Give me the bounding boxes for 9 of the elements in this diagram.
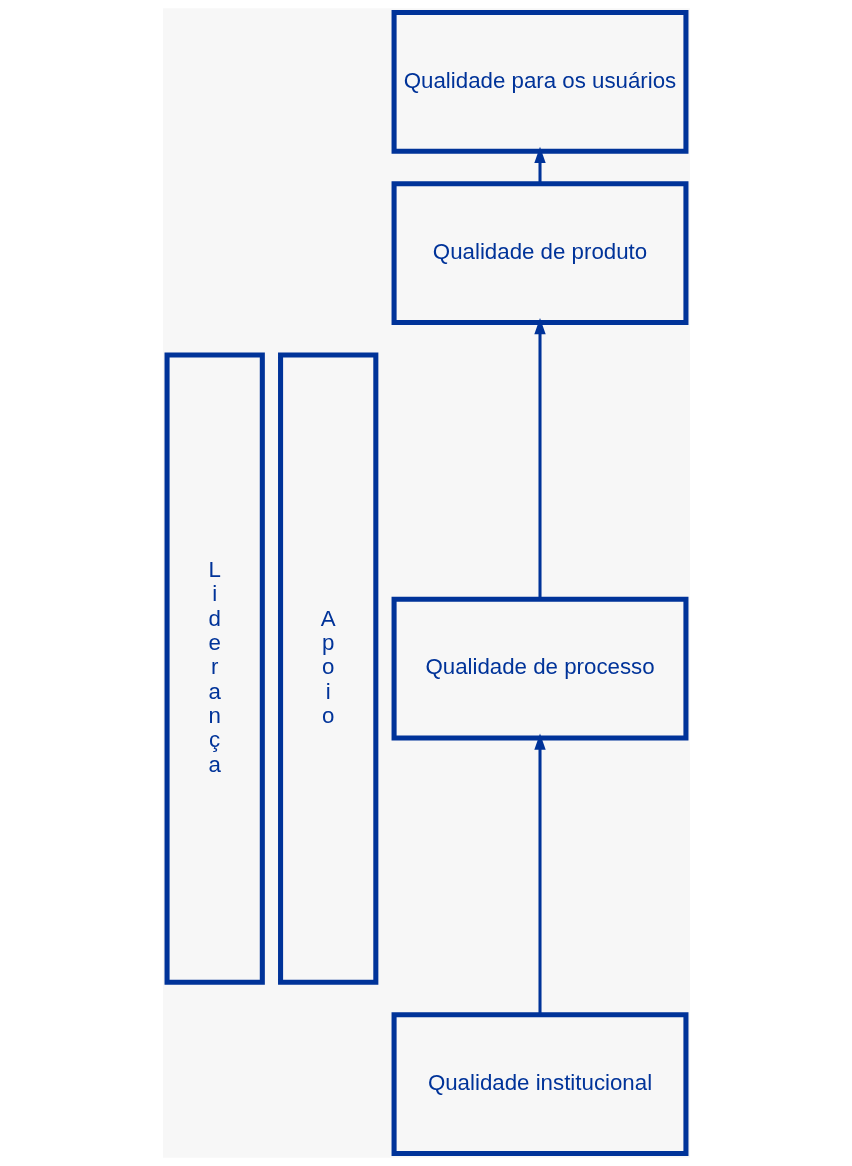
node-box: Apoio xyxy=(277,352,378,985)
node-box: Liderança xyxy=(164,352,265,985)
node-box: Qualidade institucional xyxy=(391,1012,688,1157)
node-box: Qualidade para os usuários xyxy=(391,9,688,154)
arrow xyxy=(533,318,546,599)
arrow xyxy=(533,146,546,184)
arrow xyxy=(533,733,546,1015)
node-box: Qualidade de processo xyxy=(391,596,688,741)
node-box: Qualidade de produto xyxy=(391,181,688,326)
